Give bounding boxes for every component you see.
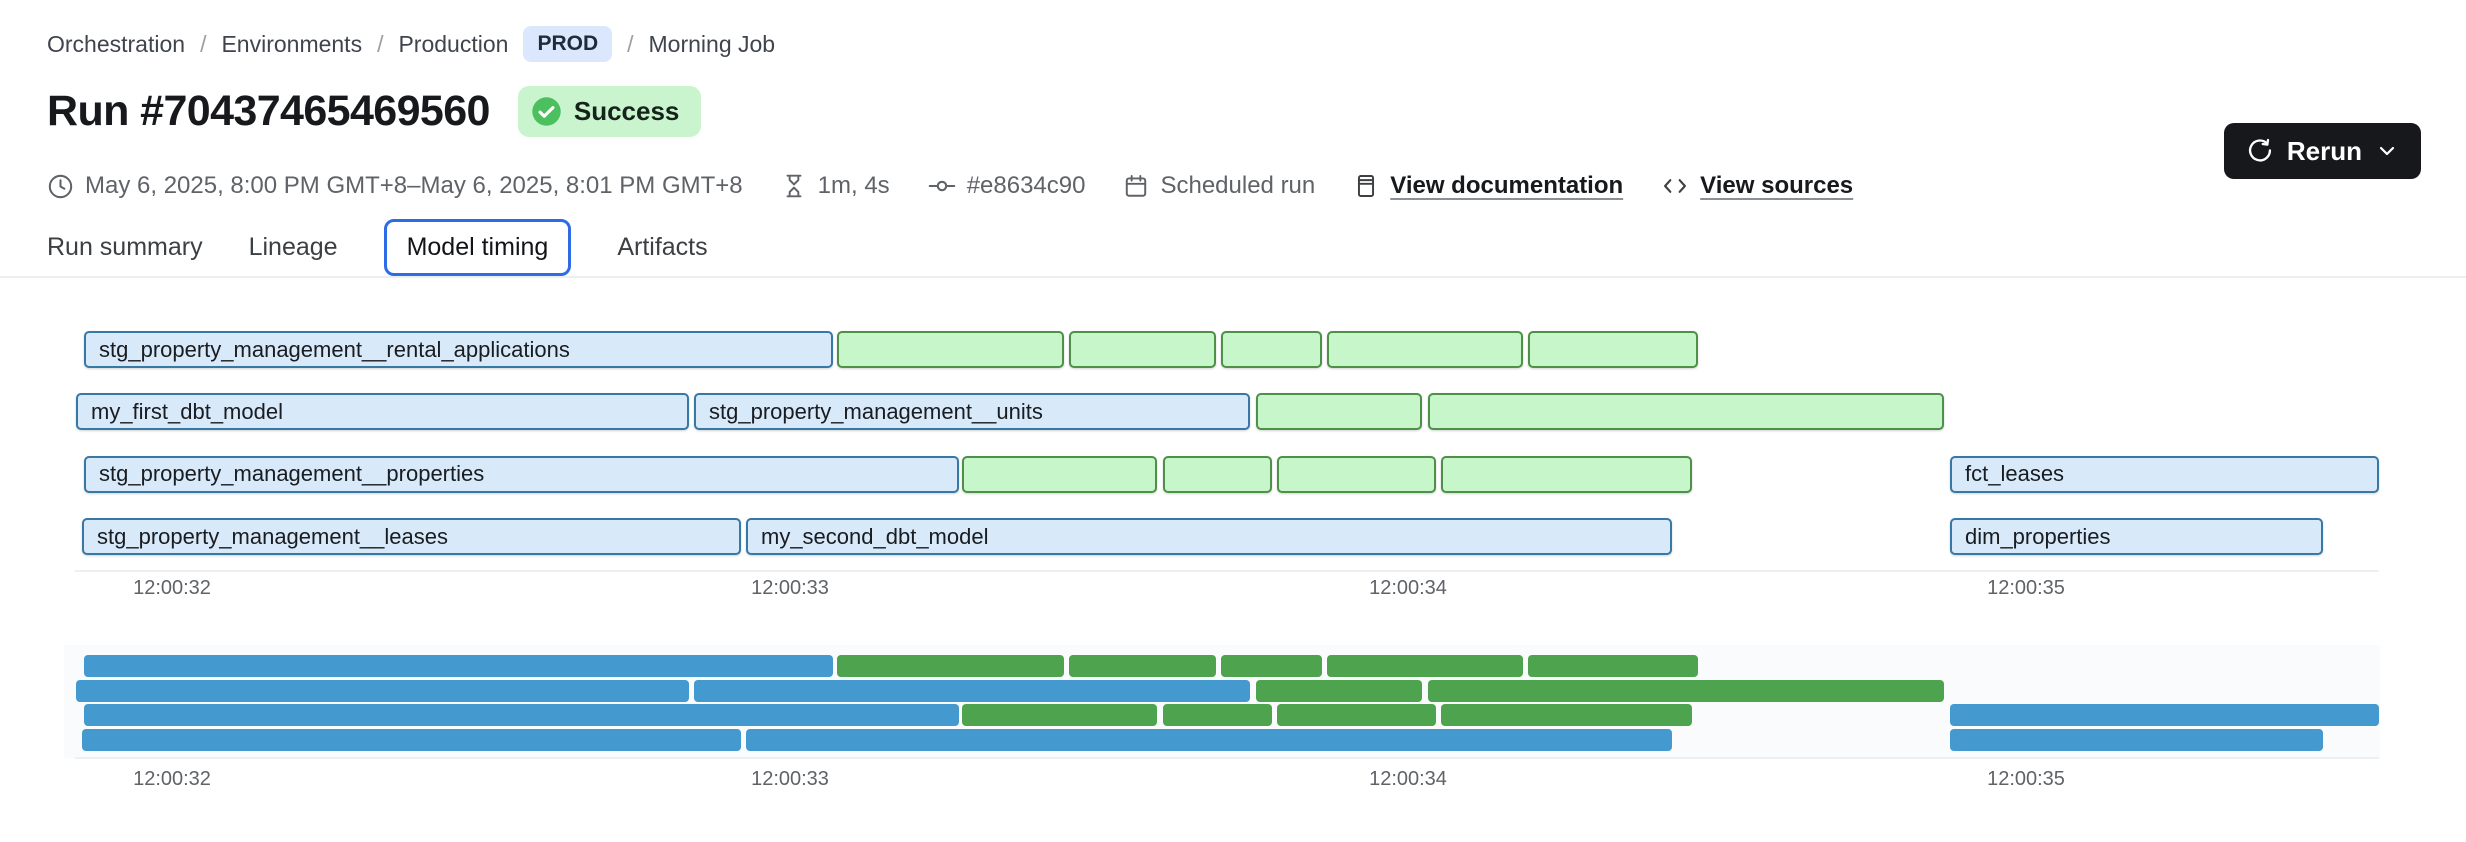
minimap-bar-dim_properties — [1950, 728, 2323, 751]
view-sources-label: View sources — [1700, 172, 1854, 199]
axis-tick-label: 12:00:35 — [1987, 577, 2065, 599]
minimap-bar-stg_property_management__leases — [82, 728, 741, 751]
gantt-bar-test[interactable] — [1441, 455, 1692, 493]
axis-tick-label: 12:00:35 — [1987, 768, 2065, 790]
minimap-bar-test — [1528, 655, 1698, 677]
minimap-bar-test — [1069, 655, 1216, 677]
axis-tick-label: 12:00:33 — [751, 768, 829, 790]
breadcrumb-orchestration[interactable]: Orchestration — [47, 30, 186, 57]
run-trigger: Scheduled run — [1123, 172, 1315, 200]
tab-bar: Run summary Lineage Model timing Artifac… — [47, 218, 708, 276]
model-timing-chart: stg_property_management__rental_applicat… — [0, 276, 2466, 842]
axis-tick-label: 12:00:32 — [133, 577, 211, 599]
axis-tick-label: 12:00:33 — [751, 577, 829, 599]
minimap-bar-test — [962, 704, 1157, 726]
gantt-bar-test[interactable] — [1277, 455, 1436, 493]
minimap-bar-stg_property_management__rental_applications — [84, 655, 833, 677]
gantt-bar-test[interactable] — [1528, 331, 1698, 368]
run-time-range: May 6, 2025, 8:00 PM GMT+8–May 6, 2025, … — [47, 172, 743, 200]
clock-icon — [47, 173, 74, 200]
gantt-bar-fct_leases[interactable]: fct_leases — [1950, 455, 2379, 493]
minimap-bar-fct_leases — [1950, 704, 2379, 726]
breadcrumb-environments[interactable]: Environments — [221, 30, 363, 57]
view-documentation-label: View documentation — [1390, 172, 1624, 199]
gantt-bar-test[interactable] — [1221, 331, 1322, 368]
minimap-bar-test — [1277, 704, 1436, 726]
axis-tick-label: 12:00:34 — [1369, 768, 1447, 790]
commit-icon — [928, 172, 956, 200]
minimap-bar-stg_property_management__units — [694, 679, 1250, 702]
axis-tick-label: 12:00:34 — [1369, 577, 1447, 599]
minimap-bar-test — [837, 655, 1064, 677]
tab-run-summary[interactable]: Run summary — [47, 232, 203, 261]
main-axis-line — [75, 570, 2379, 572]
gantt-bar-test[interactable] — [1069, 331, 1216, 368]
chevron-down-icon — [2375, 139, 2399, 163]
breadcrumb: Orchestration / Environments / Productio… — [47, 26, 775, 62]
gantt-bar-stg_property_management__leases[interactable]: stg_property_management__leases — [82, 518, 741, 556]
page-title: Run #70437465469560 — [47, 87, 490, 135]
calendar-icon — [1123, 173, 1149, 199]
title-row: Run #70437465469560 Success — [47, 86, 702, 137]
gantt-bar-test[interactable] — [1163, 455, 1272, 493]
hourglass-icon — [781, 173, 807, 199]
env-prod-badge: PROD — [523, 26, 613, 62]
tab-bar-divider — [0, 276, 2466, 278]
gantt-bar-test[interactable] — [1256, 393, 1422, 431]
check-circle-icon — [531, 96, 562, 127]
minimap-axis-line — [75, 757, 2379, 759]
document-icon — [1353, 173, 1379, 199]
gantt-bar-my_first_dbt_model[interactable]: my_first_dbt_model — [76, 393, 689, 431]
tab-artifacts[interactable]: Artifacts — [617, 232, 708, 261]
run-time-range-label: May 6, 2025, 8:00 PM GMT+8–May 6, 2025, … — [85, 172, 743, 199]
gantt-bar-stg_property_management__units[interactable]: stg_property_management__units — [694, 393, 1250, 431]
run-commit: #e8634c90 — [928, 172, 1086, 200]
minimap-bar-test — [1428, 679, 1944, 702]
run-meta-row: May 6, 2025, 8:00 PM GMT+8–May 6, 2025, … — [47, 172, 1853, 200]
gantt-bar-test[interactable] — [1428, 393, 1944, 431]
breadcrumb-morning-job[interactable]: Morning Job — [648, 30, 776, 57]
minimap-bar-test — [1327, 655, 1523, 677]
breadcrumb-separator: / — [377, 30, 384, 57]
minimap-bar-test — [1441, 704, 1692, 726]
minimap-bar-my_second_dbt_model — [746, 728, 1672, 751]
view-documentation-link[interactable]: View documentation — [1353, 172, 1623, 200]
breadcrumb-separator: / — [627, 30, 634, 57]
minimap-bar-test — [1221, 655, 1322, 677]
gantt-bar-test[interactable] — [837, 331, 1064, 368]
gantt-bar-test[interactable] — [1327, 331, 1523, 368]
run-commit-label: #e8634c90 — [966, 172, 1086, 199]
gantt-bar-stg_property_management__rental_applications[interactable]: stg_property_management__rental_applicat… — [84, 331, 833, 368]
status-badge: Success — [517, 86, 702, 137]
gantt-bar-my_second_dbt_model[interactable]: my_second_dbt_model — [746, 518, 1672, 556]
gantt-bar-test[interactable] — [962, 455, 1157, 493]
run-duration-label: 1m, 4s — [817, 172, 890, 199]
axis-tick-label: 12:00:32 — [133, 768, 211, 790]
breadcrumb-separator: / — [200, 30, 207, 57]
rerun-button[interactable]: Rerun — [2223, 123, 2421, 179]
refresh-icon — [2246, 137, 2274, 165]
minimap-bar-test — [1256, 679, 1422, 702]
run-trigger-label: Scheduled run — [1160, 172, 1316, 199]
view-sources-link[interactable]: View sources — [1661, 172, 1853, 200]
minimap-bar-my_first_dbt_model — [76, 679, 689, 702]
run-duration: 1m, 4s — [781, 172, 890, 200]
tab-model-timing[interactable]: Model timing — [383, 218, 572, 276]
rerun-button-label: Rerun — [2286, 135, 2362, 166]
code-icon — [1661, 172, 1689, 200]
tab-lineage[interactable]: Lineage — [248, 232, 338, 261]
status-badge-label: Success — [573, 96, 680, 126]
gantt-bar-stg_property_management__properties[interactable]: stg_property_management__properties — [84, 455, 959, 493]
gantt-bar-dim_properties[interactable]: dim_properties — [1950, 518, 2323, 556]
minimap-bar-stg_property_management__properties — [84, 704, 959, 726]
breadcrumb-production[interactable]: Production — [398, 30, 509, 57]
minimap-bar-test — [1163, 704, 1272, 726]
